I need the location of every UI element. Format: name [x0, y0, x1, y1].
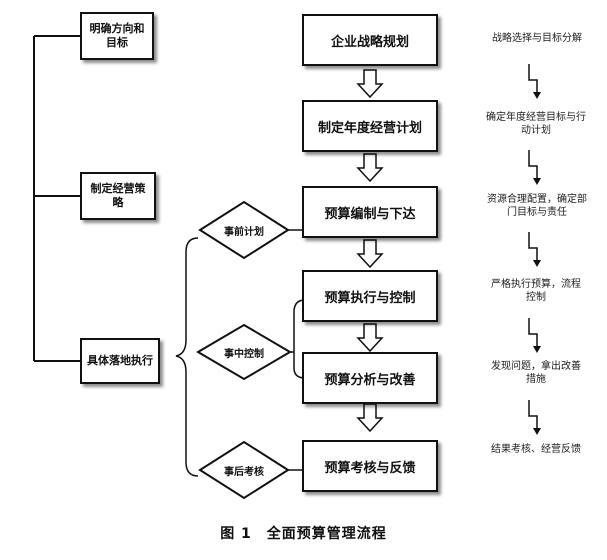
- note-assessment: 结果考核、经营反馈: [491, 444, 581, 455]
- note-arrowhead-3: [533, 260, 541, 267]
- note-execution: 严格执行预算，流程控制: [491, 279, 581, 303]
- note-arrowhead-2: [533, 178, 541, 185]
- curly-brace: [175, 237, 199, 477]
- down-arrow-2: [356, 153, 384, 183]
- note-annual-plan: 确定年度经营目标与行动计划: [486, 112, 586, 136]
- main-box-budget-analysis: 预算分析与改善: [302, 352, 438, 404]
- main-box-label: 预算编制与下达: [324, 206, 416, 222]
- note-arrowhead-5: [533, 428, 541, 435]
- note-arrow-5: [528, 400, 538, 428]
- note-arrowhead-1: [533, 92, 541, 99]
- note-arrow-2: [528, 150, 538, 178]
- left-box-strategy: 制定经营策略: [80, 172, 156, 220]
- diamond-label-before: 事前计划: [224, 227, 264, 238]
- left-box-execution-label: 具体落地执行: [87, 354, 153, 367]
- main-box-label: 预算考核与反馈: [324, 460, 416, 476]
- left-box-execution: 具体落地执行: [80, 338, 160, 384]
- diamond-label-during: 事中控制: [224, 349, 264, 360]
- main-box-strategic-planning: 企业战略规划: [302, 14, 438, 66]
- diamond-label-after: 事后考核: [224, 467, 264, 478]
- small-brace: [293, 299, 306, 379]
- diamond-after: [198, 440, 290, 500]
- down-arrow-3: [356, 239, 384, 269]
- down-arrow-1: [356, 69, 384, 99]
- diamond-before: [198, 200, 290, 260]
- main-box-label: 制定年度经营计划: [317, 120, 422, 136]
- main-box-budget-preparation: 预算编制与下达: [302, 186, 438, 238]
- left-box-direction-label: 明确方向和目标: [89, 22, 145, 49]
- main-box-budget-assessment: 预算考核与反馈: [302, 440, 438, 492]
- diamond-during: [196, 323, 292, 381]
- note-arrow-3: [528, 232, 538, 260]
- note-budget-prep: 资源合理配置，确定部门目标与责任: [487, 194, 587, 218]
- note-arrowhead-4: [533, 346, 541, 353]
- note-strategy: 战略选择与目标分解: [492, 33, 582, 44]
- note-arrow-1: [528, 64, 538, 92]
- main-box-annual-plan: 制定年度经营计划: [302, 100, 438, 152]
- left-box-direction: 明确方向和目标: [80, 12, 154, 60]
- note-analysis: 发现问题，拿出改善措施: [491, 361, 581, 385]
- main-box-label: 预算分析与改善: [324, 372, 416, 388]
- down-arrow-4: [356, 323, 384, 353]
- main-box-label: 预算执行与控制: [324, 290, 416, 306]
- main-box-label: 企业战略规划: [330, 34, 409, 50]
- left-box-strategy-label: 制定经营策略: [90, 182, 146, 209]
- main-box-budget-execution: 预算执行与控制: [302, 270, 438, 322]
- figure-caption: 图 1 全面预算管理流程: [220, 526, 387, 542]
- down-arrow-5: [356, 403, 384, 433]
- note-arrow-4: [528, 318, 538, 346]
